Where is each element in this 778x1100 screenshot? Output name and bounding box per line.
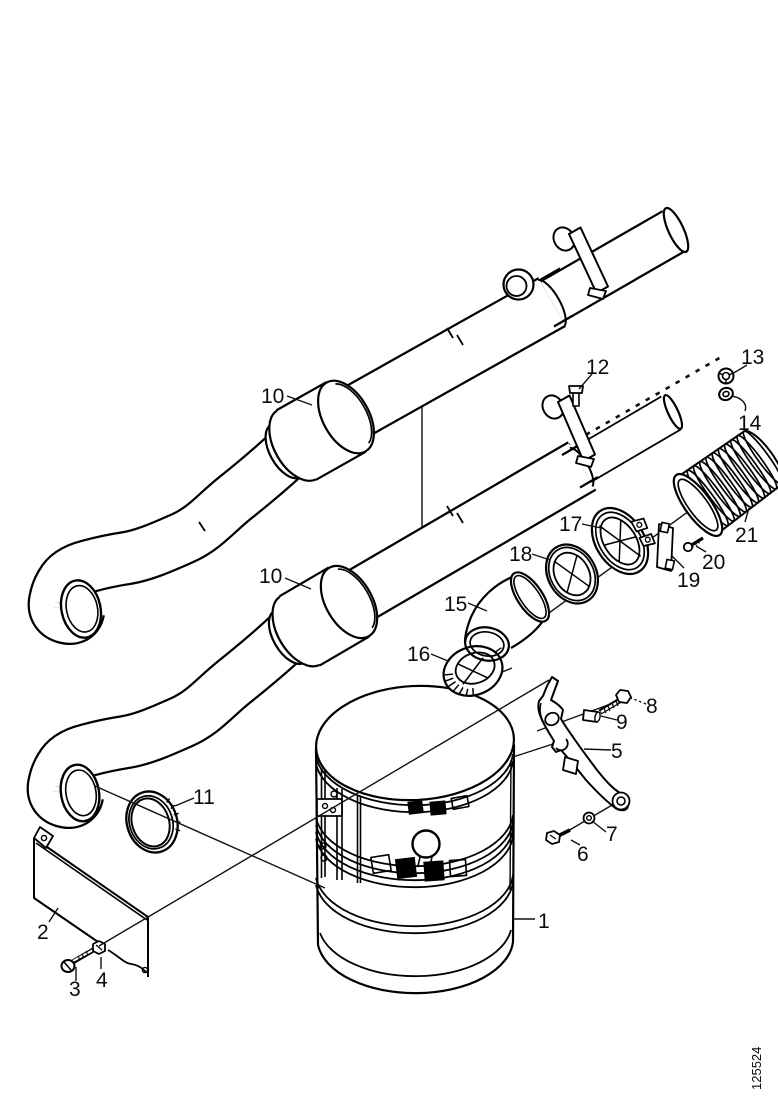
svg-text:9: 9 (616, 711, 628, 734)
svg-text:12: 12 (586, 356, 609, 379)
svg-text:16: 16 (407, 643, 430, 666)
svg-text:21: 21 (735, 524, 758, 547)
svg-text:3: 3 (69, 978, 81, 1001)
svg-text:2: 2 (37, 921, 49, 944)
svg-text:7: 7 (606, 823, 618, 846)
svg-text:1: 1 (538, 910, 550, 933)
svg-text:125524: 125524 (749, 1047, 764, 1090)
svg-text:6: 6 (577, 843, 589, 866)
svg-text:17: 17 (559, 513, 582, 536)
svg-text:5: 5 (611, 740, 623, 763)
svg-text:19: 19 (677, 569, 700, 592)
svg-text:14: 14 (738, 412, 762, 435)
svg-text:13: 13 (741, 346, 764, 369)
svg-text:10: 10 (261, 385, 284, 408)
svg-text:18: 18 (509, 543, 532, 566)
svg-text:20: 20 (702, 551, 725, 574)
svg-text:4: 4 (96, 969, 108, 992)
svg-text:8: 8 (646, 695, 658, 718)
svg-text:10: 10 (259, 565, 282, 588)
svg-text:11: 11 (193, 786, 215, 809)
svg-text:15: 15 (444, 593, 467, 616)
